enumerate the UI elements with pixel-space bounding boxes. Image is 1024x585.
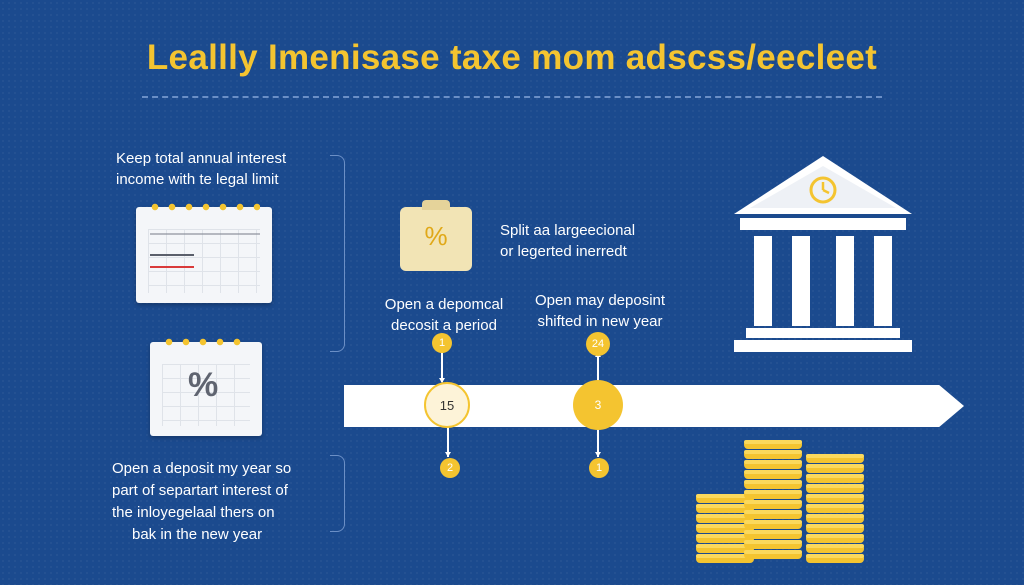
left-top-bracket xyxy=(330,155,345,352)
calendar-percent-icon: % xyxy=(150,335,262,436)
left-top-text-line-2: income with te legal limit xyxy=(116,171,279,188)
calendar-icon xyxy=(136,200,272,303)
step1-text: Open a depomcal decosit a period xyxy=(384,294,504,336)
page-title: Leallly Imenisase taxe mom adscss/eeclee… xyxy=(146,38,878,77)
clock-icon xyxy=(809,176,837,204)
timeline-node-bottom-right: 1 xyxy=(589,458,609,478)
timeline-node-top-left: 1 xyxy=(432,333,452,353)
arrow-down-icon xyxy=(595,452,601,457)
calendar-red-line xyxy=(150,266,194,268)
split-text: Split aa largeecional or legerted inerre… xyxy=(500,220,635,262)
title-divider xyxy=(142,96,882,98)
left-top-text-line-1: Keep total annual interest xyxy=(116,150,287,167)
step2-text-line-1: Open may deposint xyxy=(534,292,666,309)
calendar-header-line xyxy=(150,233,260,235)
left-bottom-text-line-1: Open a deposit my year so xyxy=(112,460,292,477)
calendar-rings xyxy=(162,335,250,349)
bank-icon xyxy=(734,156,912,352)
connector-right-top xyxy=(597,353,599,381)
step2-text: Open may deposint shifted in new year xyxy=(520,290,680,332)
step1-text-line-1: Open a depomcal xyxy=(384,296,504,313)
split-text-line-2: or legerted inerredt xyxy=(500,243,627,260)
connector-right-bottom xyxy=(597,427,599,457)
timeline-node-top-right: 24 xyxy=(586,332,610,356)
arrow-down-icon xyxy=(439,378,445,383)
calendar-grid xyxy=(148,229,260,293)
left-bottom-bracket xyxy=(330,455,345,532)
percent-tag-icon: % xyxy=(400,200,472,271)
left-bottom-text: Open a deposit my year so part of separt… xyxy=(112,458,291,546)
step2-text-line-2: shifted in new year xyxy=(537,313,663,330)
calendar-grid xyxy=(162,364,250,426)
split-text-line-1: Split aa largeecional xyxy=(500,222,636,239)
tag-handle xyxy=(422,200,450,210)
connector-left-top xyxy=(441,352,443,382)
left-bottom-text-line-4: bak in the new year xyxy=(132,526,263,543)
timeline-node-bottom-left: 2 xyxy=(440,458,460,478)
left-top-text: Keep total annual interest income with t… xyxy=(116,148,286,190)
tag-percent: % xyxy=(424,221,448,251)
arrow-down-icon xyxy=(445,452,451,457)
timeline-node-main-right: 3 xyxy=(573,380,623,430)
left-bottom-text-line-3: the inloyegelaal thers on xyxy=(112,504,275,521)
calendar-dark-line xyxy=(150,254,194,256)
connector-left-bottom xyxy=(447,427,449,457)
calendar-rings xyxy=(148,200,260,214)
timeline-node-main-left: 15 xyxy=(424,382,470,428)
step1-text-line-2: decosit a period xyxy=(391,317,497,334)
left-bottom-text-line-2: part of separtart interest of xyxy=(112,482,288,499)
percent-symbol: % xyxy=(188,366,219,404)
coin-stack-icon xyxy=(696,440,864,563)
